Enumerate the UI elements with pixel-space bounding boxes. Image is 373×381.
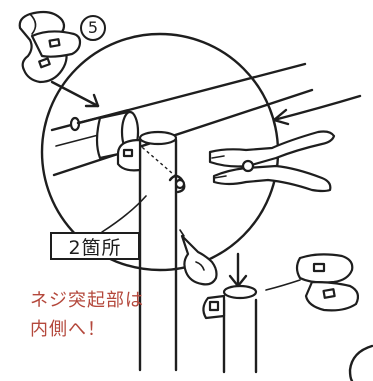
count-label-box: 2箇所 (50, 232, 140, 260)
pliers-arrow-icon (272, 94, 362, 126)
pliers-icon (208, 130, 336, 193)
insert-arrow-icon (50, 80, 100, 108)
pointing-hand-icon (179, 229, 218, 286)
leader-line (101, 195, 147, 233)
note-line-2: 内側へ！ (30, 319, 106, 340)
nut-icon (168, 174, 186, 194)
clamp-part-right-icon (295, 253, 360, 312)
step-number-badge: 5 (80, 15, 106, 41)
lower-pipe-icon (202, 284, 258, 374)
note-line-1: ネジ突起部は (30, 290, 144, 311)
count-label: 2箇所 (68, 236, 122, 259)
next-step-circle (348, 344, 373, 381)
down-arrow-icon (228, 252, 248, 288)
pipe-icon (116, 130, 178, 372)
right-leader-line (265, 279, 301, 291)
clamp-part-icon (18, 10, 82, 84)
step-number: 5 (87, 18, 99, 37)
